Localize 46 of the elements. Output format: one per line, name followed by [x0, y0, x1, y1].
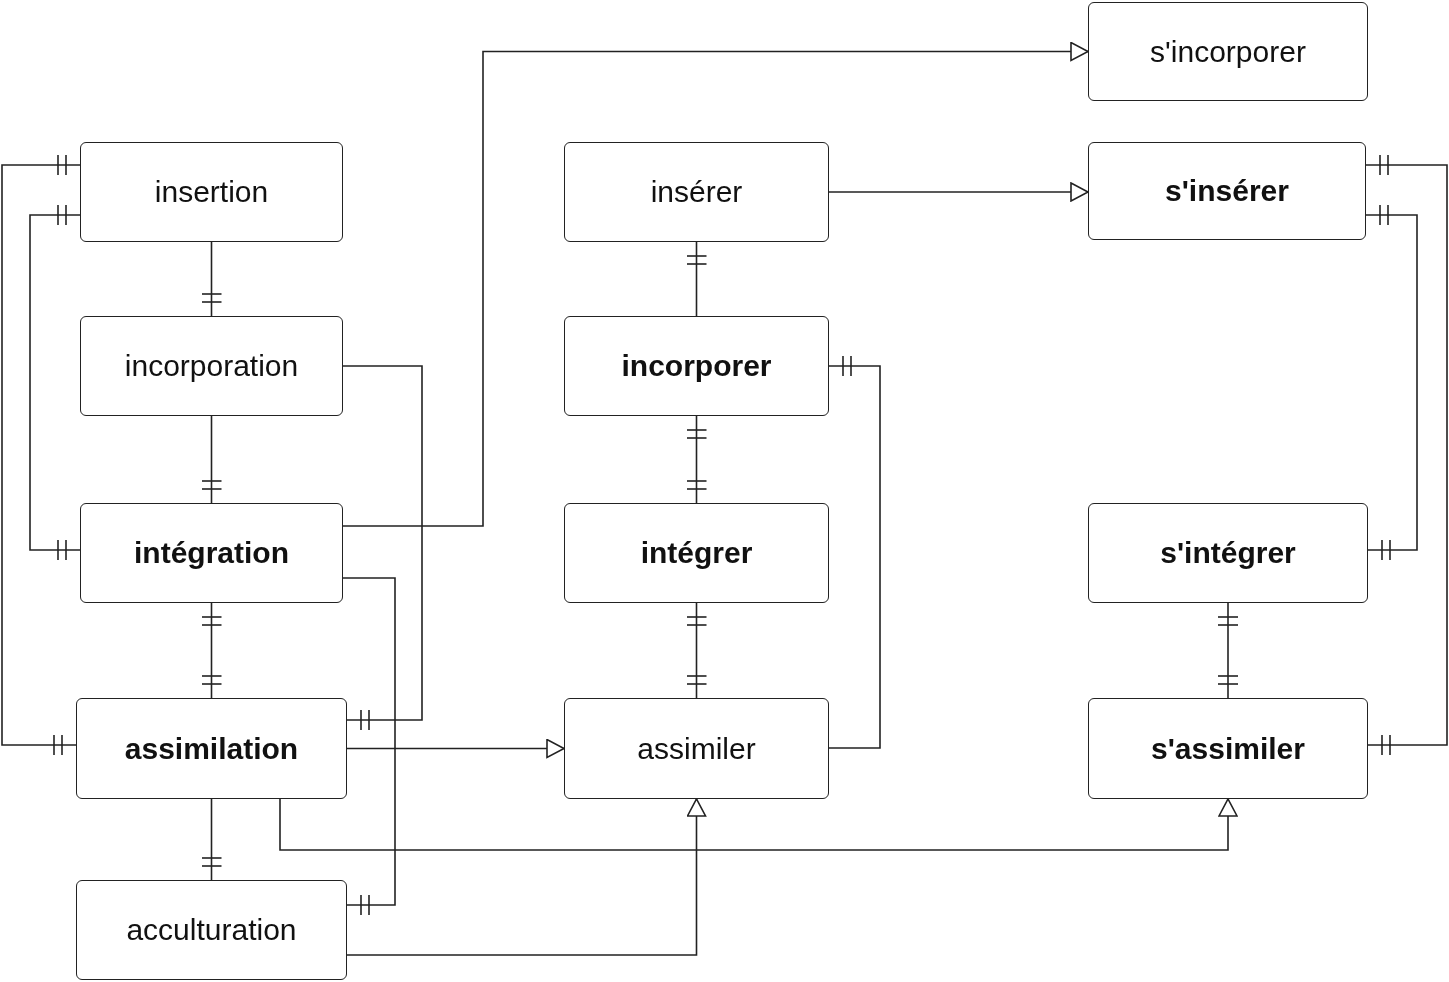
- node-label: s'incorporer: [1150, 34, 1306, 69]
- entity-box: [1088, 142, 1366, 240]
- entity-box: [76, 698, 347, 799]
- connector: [201, 798, 222, 881]
- connector: [201, 241, 222, 317]
- entity-box: [564, 142, 829, 242]
- connector: [346, 798, 707, 956]
- entity-box: [80, 503, 343, 603]
- connector: [1218, 602, 1238, 699]
- entity-box: [564, 503, 829, 603]
- node-label: insertion: [154, 175, 269, 209]
- entity-box: [80, 316, 343, 416]
- node-label: s'intégrer: [1160, 536, 1296, 570]
- entity-box: [1088, 503, 1368, 603]
- connector: [1, 155, 81, 755]
- connector: [279, 798, 1238, 851]
- connector: [201, 602, 222, 699]
- node-label: incorporation: [124, 349, 299, 383]
- connector: [342, 365, 423, 730]
- entity-box: [1088, 698, 1368, 799]
- connector: [346, 738, 565, 759]
- entity-box: [76, 880, 347, 980]
- connector: [686, 415, 707, 504]
- node-label: s'assimiler: [1151, 731, 1305, 766]
- node-label: incorporer: [621, 349, 772, 383]
- node-label: assimilation: [124, 731, 299, 766]
- connector: [828, 356, 881, 749]
- entity-box: [1088, 2, 1368, 101]
- entity-box: [80, 142, 343, 242]
- entity-box: [564, 316, 829, 416]
- connector: [686, 602, 707, 699]
- connector: [1365, 205, 1418, 560]
- connector: [1365, 155, 1448, 755]
- node-label: intégrer: [640, 536, 753, 570]
- node-label: acculturation: [126, 913, 297, 947]
- node-label: assimiler: [637, 731, 756, 766]
- connector: [342, 577, 396, 915]
- connector: [686, 241, 707, 317]
- connector: [828, 182, 1089, 202]
- connector: [29, 205, 81, 560]
- connector: [342, 41, 1089, 527]
- connector: [201, 415, 222, 504]
- node-label: insérer: [650, 175, 743, 209]
- entity-box: [564, 698, 829, 799]
- node-label: s'insérer: [1165, 174, 1289, 208]
- node-label: intégration: [134, 536, 289, 570]
